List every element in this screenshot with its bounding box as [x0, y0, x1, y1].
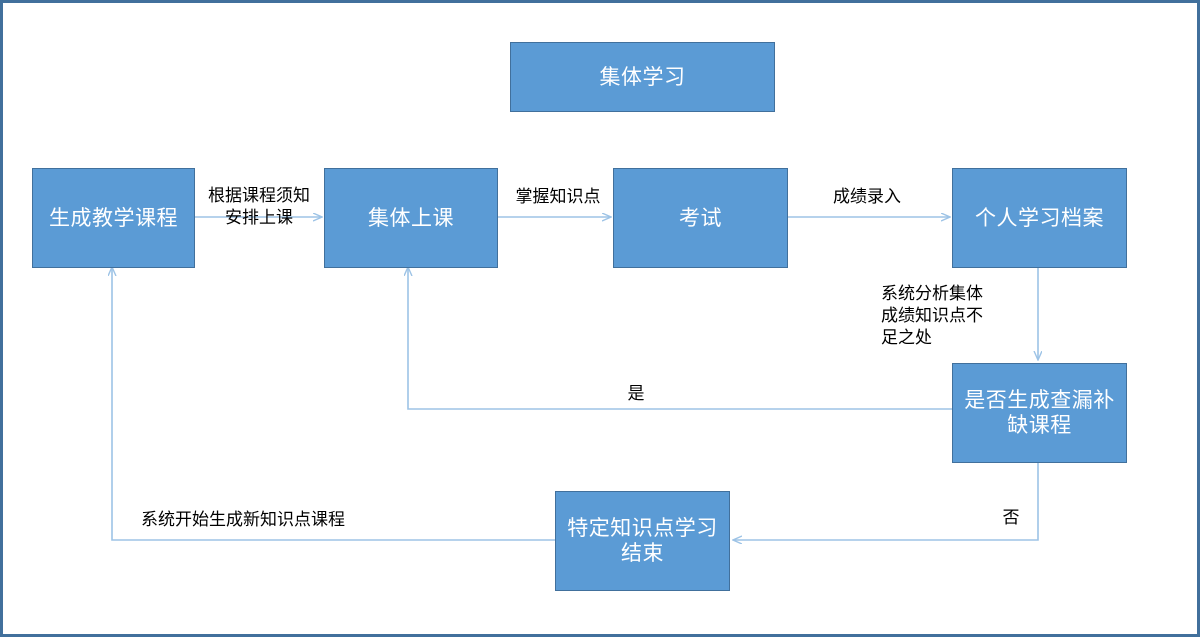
edge-label-decision-yes: 是: [627, 384, 645, 404]
node-collective-class-label: 集体上课: [368, 205, 454, 230]
node-decision-remedial-label: 是否生成查漏补缺课程: [964, 388, 1115, 437]
connector-decision-yes: [408, 268, 952, 410]
connector-end-to-generate: [112, 268, 555, 541]
edge-label-class-to-exam: 掌握知识点: [515, 187, 601, 207]
node-decision-remedial[interactable]: 是否生成查漏补缺课程: [952, 363, 1127, 463]
node-exam-label: 考试: [679, 205, 722, 230]
node-personal-archive[interactable]: 个人学习档案: [952, 168, 1127, 268]
node-topic-study-end-label: 特定知识点学习结束: [567, 516, 718, 565]
edge-label-decision-no: 否: [1002, 508, 1020, 528]
edge-label-generate-to-class: 根据课程须知 安排上课: [208, 186, 310, 228]
edge-label-exam-to-archive: 成绩录入: [833, 187, 901, 207]
node-generate-course[interactable]: 生成教学课程: [32, 168, 195, 268]
node-collective-class[interactable]: 集体上课: [324, 168, 498, 268]
node-exam[interactable]: 考试: [613, 168, 788, 268]
edge-label-end-to-generate: 系统开始生成新知识点课程: [141, 510, 345, 530]
connector-decision-no: [734, 460, 1039, 540]
node-personal-archive-label: 个人学习档案: [975, 205, 1104, 230]
node-generate-course-label: 生成教学课程: [49, 205, 178, 230]
node-collective-study-label: 集体学习: [599, 64, 686, 89]
edge-label-archive-to-decision: 系统分析集体 成绩知识点不 足之处: [881, 284, 983, 348]
node-collective-study[interactable]: 集体学习: [510, 42, 775, 112]
node-topic-study-end[interactable]: 特定知识点学习结束: [555, 491, 730, 591]
